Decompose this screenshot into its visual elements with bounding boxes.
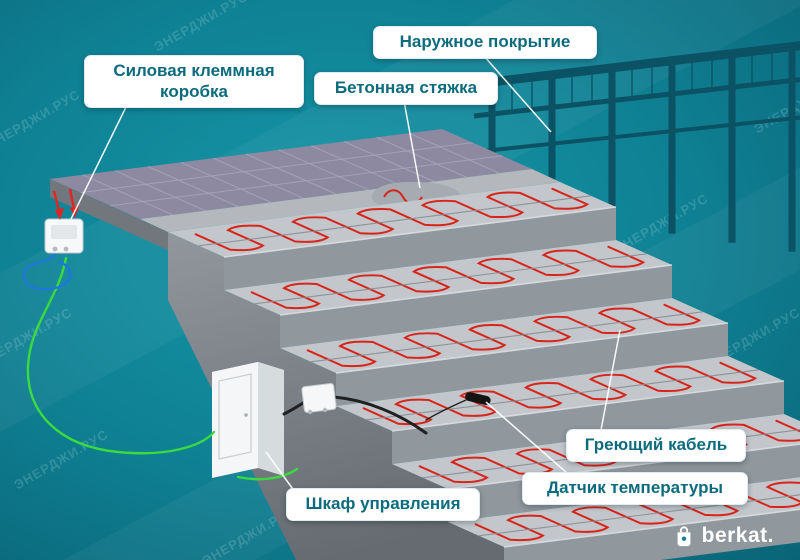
railing bbox=[473, 41, 800, 252]
heating-cables bbox=[194, 187, 800, 542]
leader-control-cabinet bbox=[265, 451, 296, 493]
junction-box-device bbox=[301, 382, 337, 415]
screed-strip bbox=[140, 169, 560, 232]
sensor-wire bbox=[425, 399, 467, 421]
label-control-cabinet: Шкаф управления bbox=[286, 488, 480, 521]
power-terminal-box-device bbox=[44, 218, 84, 254]
leader-heating-cable bbox=[600, 329, 621, 431]
leader-outer-covering bbox=[483, 55, 552, 133]
label-concrete-screed: Бетонная стяжка bbox=[314, 72, 498, 105]
berkat-logo: berkat. bbox=[673, 524, 774, 548]
blue-wire bbox=[22, 250, 72, 291]
label-heating-cable: Греющий кабель bbox=[566, 429, 746, 462]
berkat-bag-icon bbox=[677, 526, 691, 547]
leader-temperature-sensor bbox=[485, 401, 568, 474]
black-cable bbox=[332, 395, 428, 435]
control-cabinet-device bbox=[212, 362, 284, 478]
leader-concrete-screed bbox=[403, 100, 421, 189]
berkat-logo-text: berkat. bbox=[701, 524, 774, 547]
leader-lines bbox=[70, 55, 621, 493]
label-power-terminal-box: Силовая клеммная коробка bbox=[84, 55, 304, 109]
platform-left-face bbox=[50, 179, 168, 250]
green-wire bbox=[26, 256, 216, 455]
stair-steps bbox=[168, 182, 800, 560]
label-temperature-sensor: Датчик температуры bbox=[522, 472, 748, 505]
leader-power-terminal-box bbox=[70, 104, 128, 220]
wiring bbox=[22, 250, 467, 481]
tile-grid bbox=[80, 132, 503, 216]
temperature-sensor-device bbox=[465, 392, 491, 405]
green-wire bbox=[236, 467, 299, 481]
label-outer-covering: Наружное покрытие bbox=[373, 26, 597, 59]
